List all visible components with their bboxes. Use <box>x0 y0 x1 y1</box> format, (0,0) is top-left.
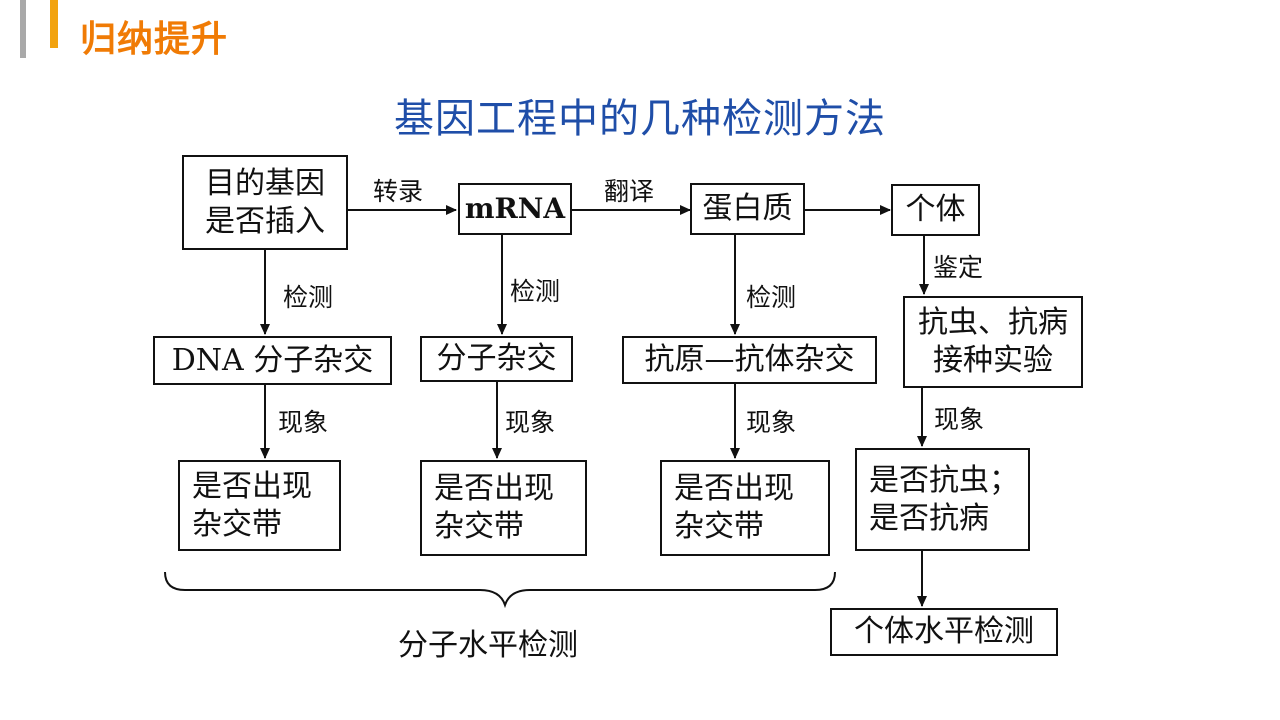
label-detect-3: 检测 <box>746 283 797 312</box>
box-gene-insert: 目的基因 是否插入 <box>182 155 348 250</box>
section-title: 归纳提升 <box>80 19 229 60</box>
box-individual: 个体 <box>891 184 980 236</box>
box-mrna: mRNA <box>458 183 572 235</box>
box-individual-level: 个体水平检测 <box>830 608 1058 656</box>
box-inoculation-test: 抗虫、抗病 接种实验 <box>903 296 1083 388</box>
molecular-level-brace <box>164 571 836 609</box>
label-translation: 翻译 <box>604 177 655 206</box>
label-phenomenon-4: 现象 <box>934 405 985 434</box>
label-phenomenon-3: 现象 <box>746 408 797 437</box>
box-result-band-1: 是否出现 杂交带 <box>178 460 341 551</box>
label-detect-2: 检测 <box>510 277 561 306</box>
box-molecular-hybridization: 分子杂交 <box>420 336 573 382</box>
box-result-band-3: 是否出现 杂交带 <box>660 460 830 556</box>
box-result-resistance: 是否抗虫； 是否抗病 <box>855 448 1030 551</box>
header-accent-gray <box>20 0 26 58</box>
label-phenomenon-2: 现象 <box>505 408 556 437</box>
label-identification: 鉴定 <box>933 253 984 282</box>
label-molecular-level: 分子水平检测 <box>398 628 578 663</box>
diagram-title: 基因工程中的几种检测方法 <box>394 96 886 142</box>
box-antigen-antibody: 抗原—抗体杂交 <box>622 336 877 384</box>
label-detect-1: 检测 <box>283 283 334 312</box>
label-phenomenon-1: 现象 <box>278 408 329 437</box>
box-protein: 蛋白质 <box>690 183 805 235</box>
box-dna-hybridization: DNA 分子杂交 <box>153 336 392 385</box>
header-accent-orange <box>50 0 58 48</box>
box-result-band-2: 是否出现 杂交带 <box>420 460 587 556</box>
label-transcription: 转录 <box>373 177 424 206</box>
